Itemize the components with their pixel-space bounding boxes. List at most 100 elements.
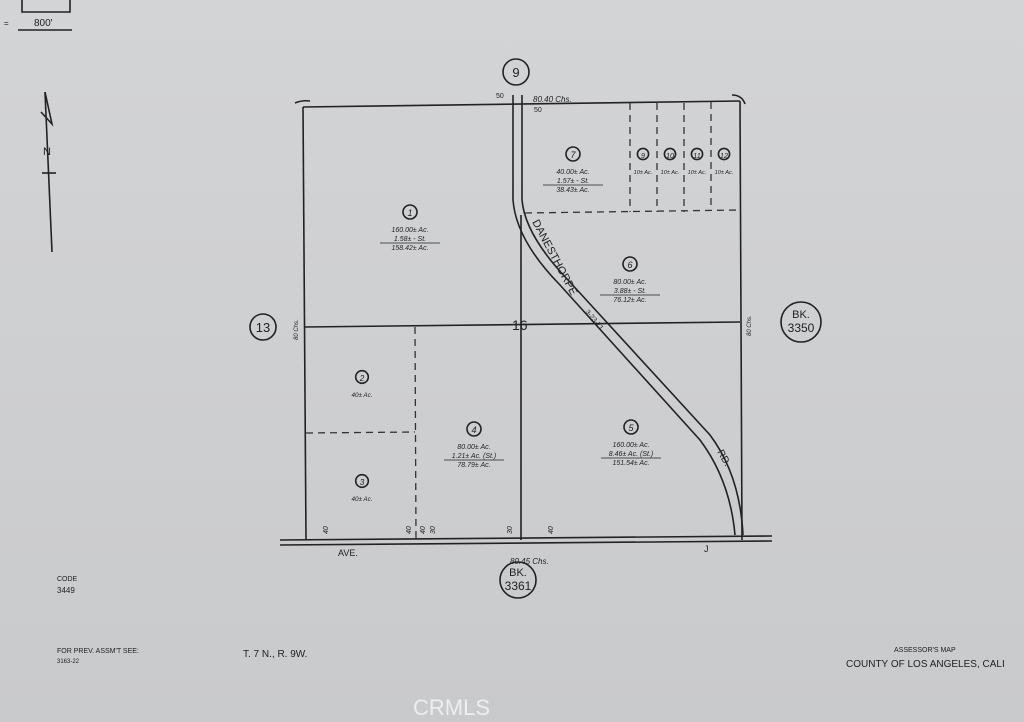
parcel-area: 10± Ac. (634, 170, 653, 176)
code-label: CODE (57, 576, 78, 583)
road-note: 3-23-71 (583, 309, 604, 332)
road-label-j: J (704, 544, 709, 554)
book-number: 3361 (505, 579, 532, 593)
svg-text:=: = (4, 19, 9, 28)
parcel-number: 10 (666, 151, 674, 160)
book-prefix: BK. (509, 567, 527, 579)
parcel-area: 80.00± Ac. (457, 444, 490, 451)
section-number: 16 (512, 317, 528, 333)
parcel-area: 1.21± Ac. (St.) (452, 453, 496, 460)
parcel-number: 4 (471, 425, 476, 435)
parcel-area: 158.42± Ac. (391, 245, 428, 252)
dim-right: 80 Chs. (747, 315, 753, 336)
prev-assessment-label: FOR PREV. ASSM'T SEE: (57, 648, 139, 655)
parcel-number-circle (636, 147, 650, 161)
parcel-7[interactable]: 7 40.00± Ac. 1.57± - St. 38.43± Ac. (543, 146, 603, 194)
parcel-area: 8.46± Ac. (St.) (609, 451, 653, 458)
watermark: CRMLS (413, 695, 490, 720)
dim-road-b: 50 (534, 107, 542, 114)
parcel-3[interactable]: 3 40± Ac. (351, 473, 373, 503)
parcels: 1 160.00± Ac. 1.58± - St. 158.42± Ac. 2 40± A… (351, 146, 734, 503)
dim-top: 80.40 Chs. (533, 95, 572, 104)
dim-bottom: 80.45 Chs. (510, 557, 549, 566)
parcel-area: 76.12± Ac. (613, 297, 646, 304)
book-number: 3350 (788, 321, 815, 335)
book-prefix: BK. (792, 309, 810, 321)
dim-tick: 30 (430, 526, 437, 534)
dim-tick: 30 (507, 526, 514, 534)
parcel-area: 1.58± - St. (394, 236, 426, 243)
parcel-area: 160.00± Ac. (612, 442, 649, 449)
parcel-number: 3 (360, 478, 365, 487)
parcel-area: 151.54± Ac. (612, 460, 649, 467)
parcel-number: 1 (407, 208, 412, 218)
parcel-4[interactable]: 4 80.00± Ac. 1.21± Ac. (St.) 78.79± Ac. (444, 421, 504, 469)
parcel-6[interactable]: 6 80.00± Ac. 3.88± - St. 76.12± Ac. (600, 256, 660, 304)
adjacent-left-label: 13 (256, 320, 270, 335)
parcel-number-circle (354, 473, 370, 489)
parcel-number: 6 (627, 260, 632, 270)
parcel-area: 40.00± Ac. (556, 169, 589, 176)
parcel-5[interactable]: 5 160.00± Ac. 8.46± Ac. (St.) 151.54± Ac. (601, 419, 661, 467)
north-label: N (43, 146, 51, 158)
dim-tick: 40 (406, 526, 413, 534)
parcel-area: 160.00± Ac. (391, 227, 428, 234)
parcel-area: 10± Ac. (715, 170, 734, 176)
parcel-number: 2 (359, 374, 365, 383)
parcel-10[interactable]: 10 10± Ac. (661, 147, 680, 176)
parcel-number: 9 (641, 151, 645, 160)
parcel-number-circle (354, 369, 370, 385)
scale-box: = 800' (4, 0, 72, 31)
parcel-number-circle (663, 147, 677, 161)
road-danesthorpe (512, 95, 744, 536)
adjacent-section-13[interactable]: 13 (249, 313, 277, 341)
dim-tick: 40 (323, 526, 330, 534)
parcel-area: 80.00± Ac. (613, 279, 646, 286)
scale-label: 800' (34, 18, 53, 29)
road-label-rd: RD. (714, 448, 732, 468)
dimension-labels: 80.40 Chs. 80.45 Chs. 80 Chs. 80 Chs. 50… (294, 93, 753, 566)
parcel-number: 5 (628, 423, 634, 433)
parcel-area: 40± Ac. (351, 496, 372, 503)
parcel-area: 78.79± Ac. (457, 462, 490, 469)
parcel-number-circle (717, 147, 731, 161)
parcel-number-circle (622, 256, 638, 272)
dim-tick: 40 (420, 526, 427, 534)
map-footer: CODE 3449 FOR PREV. ASSM'T SEE: 3163-22 … (57, 576, 1005, 670)
parcel-area: 10± Ac. (688, 170, 707, 176)
parcel-area: 10± Ac. (661, 170, 680, 176)
parcel-area: 3.88± - St. (614, 288, 646, 295)
parcel-area: 1.57± - St. (557, 178, 589, 185)
parcel-number-circle (402, 204, 418, 220)
parcel-number: 11 (693, 151, 700, 160)
parcel-2[interactable]: 2 40± Ac. (351, 369, 373, 399)
north-arrow-icon: N (40, 91, 56, 253)
map-title-county: COUNTY OF LOS ANGELES, CALI (846, 659, 1005, 670)
parcel-9[interactable]: 9 10± Ac. (634, 147, 653, 176)
parcel-area: 40± Ac. (351, 392, 372, 399)
adjacent-top-label: 9 (512, 65, 519, 80)
parcel-number: 7 (570, 150, 576, 160)
adjacent-section-9[interactable]: 9 (502, 58, 530, 86)
prev-assessment-value: 3163-22 (57, 659, 80, 665)
parcel-number-circle (565, 146, 581, 162)
parcel-1[interactable]: 1 160.00± Ac. 1.58± - St. 158.42± Ac. (380, 204, 440, 252)
section-boundary (279, 94, 773, 546)
parcel-dashed-lines (305, 102, 741, 541)
dim-tick: 40 (548, 526, 555, 534)
parcel-area: 38.43± Ac. (556, 187, 589, 194)
road-label-ave: AVE. (338, 548, 358, 558)
parcel-number: 12 (720, 151, 728, 160)
parcel-number-circle (466, 421, 482, 437)
township-range: T. 7 N., R. 9W. (243, 649, 307, 660)
code-value: 3449 (57, 586, 75, 595)
map-title-small: ASSESSOR'S MAP (894, 647, 956, 654)
parcel-11[interactable]: 11 10± Ac. (688, 147, 707, 176)
dim-road-a: 50 (496, 93, 504, 100)
parcel-12[interactable]: 12 10± Ac. (715, 147, 734, 176)
book-3350-link[interactable]: BK. 3350 (780, 301, 822, 343)
parcel-number-circle (623, 419, 639, 435)
book-3361-link[interactable]: BK. 3361 (499, 561, 537, 599)
